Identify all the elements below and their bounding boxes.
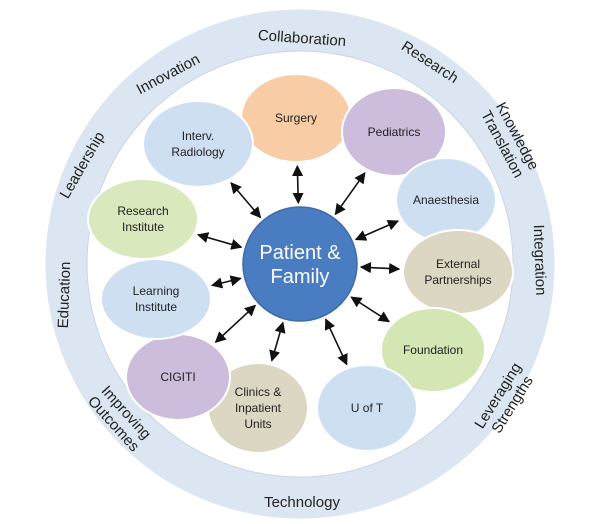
arrow-anaesthesia bbox=[354, 219, 400, 241]
node-bubble bbox=[142, 100, 254, 188]
node-anaesthesia: Anaesthesia bbox=[395, 157, 497, 243]
arrow-interv-radiology bbox=[230, 182, 262, 219]
arrow-foundation bbox=[350, 296, 390, 323]
node-pediatrics: Pediatrics bbox=[341, 87, 447, 177]
node-label: CIGITI bbox=[160, 370, 195, 384]
center-circle bbox=[242, 206, 358, 322]
ring-label-text: Collaboration bbox=[257, 27, 346, 50]
arrow-surgery bbox=[291, 164, 304, 205]
node-label: Learning bbox=[133, 284, 180, 298]
connector-arrows bbox=[196, 164, 401, 366]
satellite-nodes: SurgeryPediatricsAnaesthesiaExternalPart… bbox=[87, 73, 514, 454]
ring-label-text: Technology bbox=[264, 494, 340, 511]
node-label: Anaesthesia bbox=[413, 193, 479, 207]
arrow-clinics-inpatient-units bbox=[269, 321, 286, 362]
node-bubble bbox=[87, 178, 199, 260]
node-surgery: Surgery bbox=[240, 73, 352, 163]
node-label: Clinics & bbox=[235, 385, 282, 399]
node-label: Partnerships bbox=[424, 273, 491, 287]
node-label: Interv. bbox=[182, 129, 214, 143]
node-u-of-t: U of T bbox=[316, 364, 418, 452]
node-bubble bbox=[100, 258, 212, 340]
ring-label-integration: Integration bbox=[530, 224, 549, 295]
node-label: Surgery bbox=[275, 111, 317, 125]
node-bubble bbox=[316, 364, 418, 452]
node-foundation: Foundation bbox=[380, 307, 486, 393]
node-label: U of T bbox=[351, 401, 384, 415]
node-bubble bbox=[402, 229, 514, 315]
ring-label-text: Integration bbox=[530, 224, 549, 295]
center-label: Patient & bbox=[259, 242, 341, 264]
node-label: Institute bbox=[135, 300, 177, 314]
arrow-cigiti bbox=[214, 304, 257, 343]
ring-label-technology: Technology bbox=[264, 494, 340, 511]
arrow-external-partnerships bbox=[359, 262, 401, 275]
ring-label-collaboration: Collaboration bbox=[257, 27, 346, 50]
node-bubble bbox=[341, 87, 447, 177]
center-label: Family bbox=[271, 266, 330, 288]
ring-label-education: Education bbox=[55, 261, 74, 328]
arrow-u-of-t bbox=[324, 318, 348, 366]
node-label: Institute bbox=[122, 220, 164, 234]
node-cigiti: CIGITI bbox=[125, 333, 231, 421]
node-bubble bbox=[380, 307, 486, 393]
node-label: Pediatrics bbox=[368, 125, 421, 139]
node-interv-radiology: Interv. Radiology bbox=[142, 100, 254, 188]
node-label: External bbox=[436, 257, 480, 271]
node-label: Radiology bbox=[171, 145, 224, 159]
node-label: Inpatient bbox=[235, 401, 282, 415]
arrow-research-institute bbox=[196, 232, 243, 250]
center-node: Patient &Family bbox=[242, 206, 358, 322]
node-label: Foundation bbox=[403, 343, 463, 357]
node-label: Research bbox=[117, 204, 168, 218]
arrow-pediatrics bbox=[334, 172, 366, 216]
arrow-learning-institute bbox=[210, 275, 242, 289]
ring-label-text: Education bbox=[55, 261, 74, 328]
node-label: Units bbox=[244, 417, 271, 431]
